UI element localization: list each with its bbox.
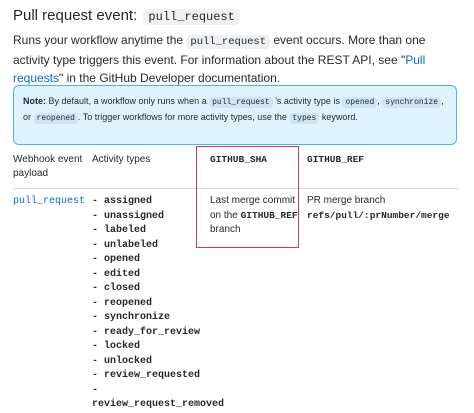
pull-requests-link[interactable]: Pull requests — [13, 53, 426, 85]
activity-type-item: - assigned — [92, 196, 153, 207]
note-code-opened: opened — [342, 97, 378, 108]
note-text-3: , or — [23, 96, 444, 122]
activity-type-item: - unlocked — [92, 355, 153, 367]
intro-paragraph: Runs your workflow anytime the pull_requ… — [13, 31, 459, 87]
activity-type-item: - opened — [92, 254, 141, 265]
sha-text-2: branch — [210, 224, 241, 235]
header-webhook-event: Webhook event payload — [13, 153, 82, 181]
header-webhook-line1: Webhook event — [13, 154, 83, 165]
sha-cell: Last merge commit on the GITHUB_REF bran… — [210, 194, 300, 238]
ref-text: PR merge branch — [307, 195, 386, 206]
note-code-pull-request: pull_request — [209, 97, 273, 108]
activity-type-item: - closed — [92, 283, 141, 294]
activity-type-item: - edited — [92, 268, 141, 280]
intro-text-1: Runs your workflow anytime the — [13, 33, 187, 47]
intro-text-2: event occurs. More than one activity typ… — [13, 33, 426, 67]
header-webhook-line2: payload — [13, 168, 49, 179]
note-box: Note: By default, a workflow only runs w… — [13, 85, 457, 145]
activity-type-item: - unassigned — [92, 210, 165, 222]
heading-text: Pull request event: — [13, 7, 138, 24]
activity-type-item: - unlabeled — [92, 239, 159, 251]
note-label: Note: — [23, 96, 46, 106]
note-separator: , — [377, 96, 383, 106]
activity-type-item: - — [92, 384, 99, 396]
header-divider — [13, 188, 459, 189]
activity-type-item: - review_requested — [92, 370, 201, 381]
note-code-reopened: reopened — [33, 113, 78, 124]
highlight-box — [196, 146, 299, 248]
header-github-ref: GITHUB_REF — [307, 154, 365, 165]
activity-type-item: - reopened — [92, 297, 153, 309]
header-activity-types: Activity types — [92, 154, 151, 165]
sha-code: GITHUB_REF — [240, 209, 298, 221]
event-name-link[interactable]: pull_request — [13, 196, 86, 207]
note-text-1: By default, a workflow only runs when a — [46, 96, 210, 106]
note-code-types: types — [289, 113, 320, 124]
activity-types-list: - assigned - unassigned - labeled - unlabel… — [92, 195, 224, 413]
activity-type-item: - labeled — [92, 225, 147, 236]
ref-cell: PR merge branch refs/pull/:prNumber/merg… — [307, 194, 467, 223]
activity-type-item: - locked — [92, 341, 141, 352]
note-code-synchronize: synchronize — [382, 97, 442, 108]
ref-code: refs/pull/:prNumber/merge — [307, 209, 450, 221]
activity-type-item: - ready_for_review — [92, 326, 201, 338]
heading-code: pull_request — [143, 9, 240, 25]
sha-text-1: Last merge commit on the — [210, 195, 296, 221]
note-text-5: keyword. — [319, 112, 358, 122]
section-heading: Pull request event: pull_request — [13, 6, 240, 27]
note-text-2: 's activity type is — [272, 96, 343, 106]
note-text-4: . To trigger workflows for more activity… — [77, 112, 290, 122]
activity-type-item: - synchronize — [92, 312, 171, 323]
header-github-sha: GITHUB_SHA — [210, 154, 268, 165]
intro-code: pull_request — [186, 35, 271, 49]
activity-type-item: review_request_removed — [92, 399, 225, 410]
intro-text-3: " in the GitHub Developer documentation. — [59, 71, 281, 85]
